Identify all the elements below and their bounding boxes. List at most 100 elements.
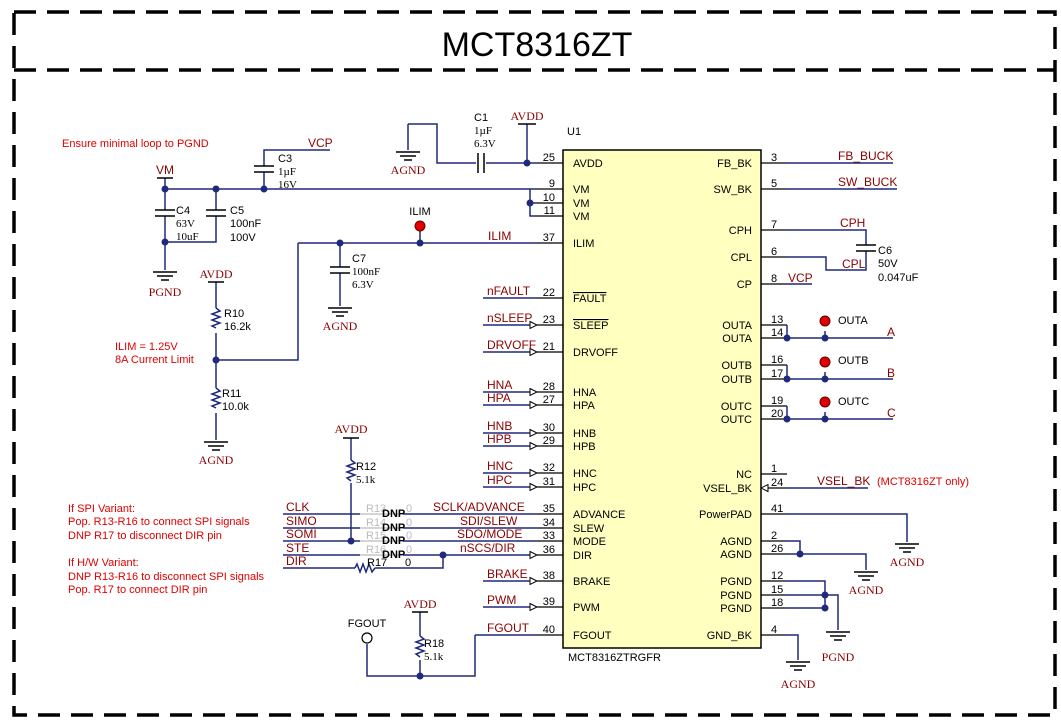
pin-name: AVDD — [573, 158, 603, 170]
pin-name: OUTA — [722, 320, 752, 332]
pin-number: 24 — [771, 477, 783, 489]
left-pin-names: AVDD VM VM VM ILIM FAULT SLEEP DRVOFF HN… — [573, 158, 625, 642]
agnd-label: AGND — [391, 163, 426, 177]
pin-name: NC — [736, 469, 752, 481]
pin-number: 39 — [543, 596, 555, 608]
simo-net: SIMO — [286, 514, 317, 528]
c4-ref: C4 — [176, 205, 190, 217]
vsel-bk-net: VSEL_BK — [817, 474, 870, 488]
left-pin-stubs — [537, 162, 563, 636]
resistor-r11 — [209, 387, 223, 409]
pin-name: PGND — [720, 603, 752, 615]
right-pin-names: FB_BK SW_BK CPH CPL CP OUTA OUTA OUTB OU… — [699, 158, 753, 642]
agnd-label: AGND — [849, 583, 884, 597]
pin-name: PowerPAD — [699, 509, 752, 521]
page-title: MCT8316ZT — [442, 26, 633, 64]
pin-number: 26 — [771, 543, 783, 555]
outb-tp-label: OUTB — [838, 355, 869, 367]
pin-name: FAULT — [573, 293, 607, 305]
agnd-label: AGND — [781, 677, 816, 691]
junction-dot — [821, 591, 829, 599]
pin-number: 38 — [543, 570, 555, 582]
pin-number: 7 — [771, 219, 777, 231]
outc-tp-label: OUTC — [838, 396, 869, 408]
b-net: B — [887, 366, 895, 380]
pin-number: 35 — [543, 503, 555, 515]
sdi-slew-net: SDI/SLEW — [460, 514, 518, 528]
right-pin-numbers: 3 5 7 6 8 13 14 16 17 19 20 1 24 41 2 26… — [771, 152, 783, 636]
junction-dot — [526, 199, 534, 207]
pin-name: SLEW — [573, 523, 605, 535]
r11-ref: R11 — [222, 388, 241, 400]
pin-number: 9 — [549, 178, 555, 190]
pgnd-symbol-c4 — [152, 271, 178, 281]
pin-name: OUTB — [721, 360, 752, 372]
pin-name: FGOUT — [573, 630, 612, 642]
junction-dot — [439, 551, 447, 559]
r18-ref: R18 — [424, 638, 444, 650]
c7-val2: 6.3V — [352, 279, 374, 291]
junction-dot — [821, 604, 829, 612]
ic-part: MCT8316ZTRGFR — [568, 652, 661, 664]
pin-number: 20 — [771, 408, 783, 420]
hpc-net: HPC — [487, 473, 513, 487]
fgout-tp-label: FGOUT — [348, 618, 387, 630]
pgnd-label: PGND — [822, 650, 855, 664]
pin-number: 16 — [771, 354, 783, 366]
testpoint-fgout — [361, 632, 373, 644]
pin-name: HPC — [573, 482, 596, 494]
resistor-r17 — [354, 561, 376, 575]
r15-ref: R15 — [366, 530, 386, 542]
junction-dot — [336, 239, 344, 247]
fgout-net: FGOUT — [487, 621, 530, 635]
r17-ref: R17 — [367, 557, 387, 569]
c1-val2: 6.3V — [474, 138, 496, 150]
pin-name: CPH — [729, 225, 752, 237]
junction-dot — [416, 239, 424, 247]
title-frame — [12, 10, 1057, 717]
junction-dot — [260, 185, 268, 193]
junction-dot — [347, 537, 355, 545]
r13-ref: R13 — [366, 503, 386, 515]
junction-dot — [523, 159, 531, 167]
junction-dot — [821, 415, 829, 423]
sdo-mode-net: SDO/MODE — [457, 527, 522, 541]
pin-name: FB_BK — [717, 158, 753, 170]
pin-name: SW_BK — [713, 184, 752, 196]
c5-ref: C5 — [230, 205, 244, 217]
pin-number: 19 — [771, 395, 783, 407]
capacitor-c6 — [856, 244, 876, 252]
agnd-symbol-gndbk — [785, 661, 811, 671]
somi-net: SOMI — [286, 527, 317, 541]
pin-number: 13 — [771, 314, 783, 326]
pin-name: OUTC — [721, 401, 752, 413]
resistor-r10 — [209, 307, 223, 329]
agnd-symbol-c1 — [395, 151, 421, 161]
r12-val: 5.1k — [356, 474, 376, 486]
hnb-net: HNB — [487, 419, 512, 433]
pin-name: OUTA — [722, 333, 752, 345]
pin-name: VM — [573, 198, 590, 210]
junction-dot — [161, 185, 169, 193]
pin-number: 40 — [543, 624, 555, 636]
pin-number: 29 — [543, 435, 555, 447]
pin-number: 2 — [771, 530, 777, 542]
r16-zero: 0 — [406, 544, 412, 556]
r10-ref: R10 — [224, 308, 244, 320]
clk-net: CLK — [286, 500, 309, 514]
pin-number: 12 — [771, 570, 783, 582]
pin-name: CPL — [731, 252, 752, 264]
vsel-note: (MCT8316ZT only) — [877, 476, 969, 488]
sclk-advance-net: SCLK/ADVANCE — [433, 500, 525, 514]
agnd-symbol-r11 — [203, 441, 229, 451]
wires — [164, 123, 908, 677]
r14-zero: 0 — [406, 517, 412, 529]
pin-name: HNC — [573, 468, 597, 480]
pin-name: DIR — [573, 550, 592, 562]
r15-zero: 0 — [406, 530, 412, 542]
hna-net: HNA — [487, 378, 512, 392]
r11-val: 10.0k — [222, 401, 249, 413]
note-hw-2: DNP R13-R16 to disconnect SPI signals — [68, 571, 265, 583]
pin-name: OUTC — [721, 414, 752, 426]
note-ilim-2: 8A Current Limit — [115, 354, 194, 366]
